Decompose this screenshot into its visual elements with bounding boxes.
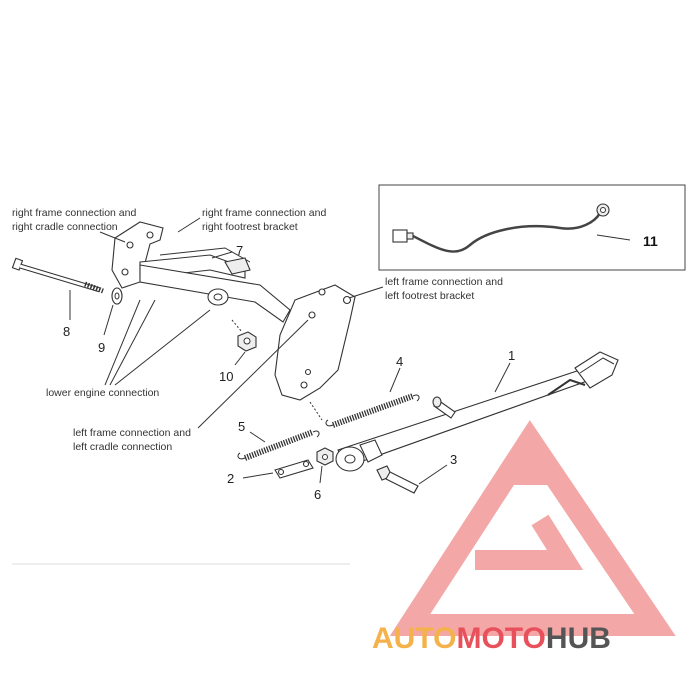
part-number-8: 8 <box>63 324 70 339</box>
washer-part <box>103 287 123 336</box>
watermark-text-auto: AUTO <box>372 622 456 655</box>
long-spring-part <box>325 367 420 428</box>
watermark-logo <box>389 420 676 636</box>
label-left-frame-footrest-line1: left frame connection and <box>385 276 503 288</box>
label-left-frame-footrest-line2: left footrest bracket <box>385 290 474 302</box>
pin-part <box>432 396 456 419</box>
inset-box <box>378 184 686 271</box>
small-nut-part <box>316 447 334 484</box>
label-left-frame-cradle-line2: left cradle connection <box>73 441 172 453</box>
side-stand-part <box>335 351 619 472</box>
short-spring-part <box>237 429 320 461</box>
part-number-9: 9 <box>98 340 105 355</box>
label-lower-engine: lower engine connection <box>46 387 159 399</box>
label-right-frame-footrest-line2: right footrest bracket <box>202 221 298 233</box>
long-bolt-part <box>11 257 104 320</box>
link-plate-part <box>242 459 314 479</box>
sensor-cable-part <box>392 203 631 253</box>
nut-part <box>231 319 257 366</box>
part-number-5: 5 <box>238 419 245 434</box>
part-number-4: 4 <box>396 354 403 369</box>
watermark-text-moto: MOTO <box>456 622 545 655</box>
part-number-1: 1 <box>508 348 515 363</box>
leader-lines <box>99 217 384 429</box>
part-number-6: 6 <box>314 487 321 502</box>
label-right-frame-cradle-line1: right frame connection and <box>12 207 136 219</box>
watermark-text: AUTOMOTOHUB <box>372 622 611 655</box>
label-left-frame-cradle-line1: left frame connection and <box>73 427 191 439</box>
label-right-frame-footrest-line1: right frame connection and <box>202 207 326 219</box>
pivot-bolt-part <box>376 464 448 494</box>
stand-bracket-part <box>111 221 356 401</box>
part-number-3: 3 <box>450 452 457 467</box>
watermark-text-hub: HUB <box>546 622 611 655</box>
part-number-7: 7 <box>236 243 243 258</box>
part-number-2: 2 <box>227 471 234 486</box>
part-number-10: 10 <box>219 369 233 384</box>
label-right-frame-cradle-line2: right cradle connection <box>12 221 118 233</box>
part-number-11: 11 <box>643 233 658 249</box>
